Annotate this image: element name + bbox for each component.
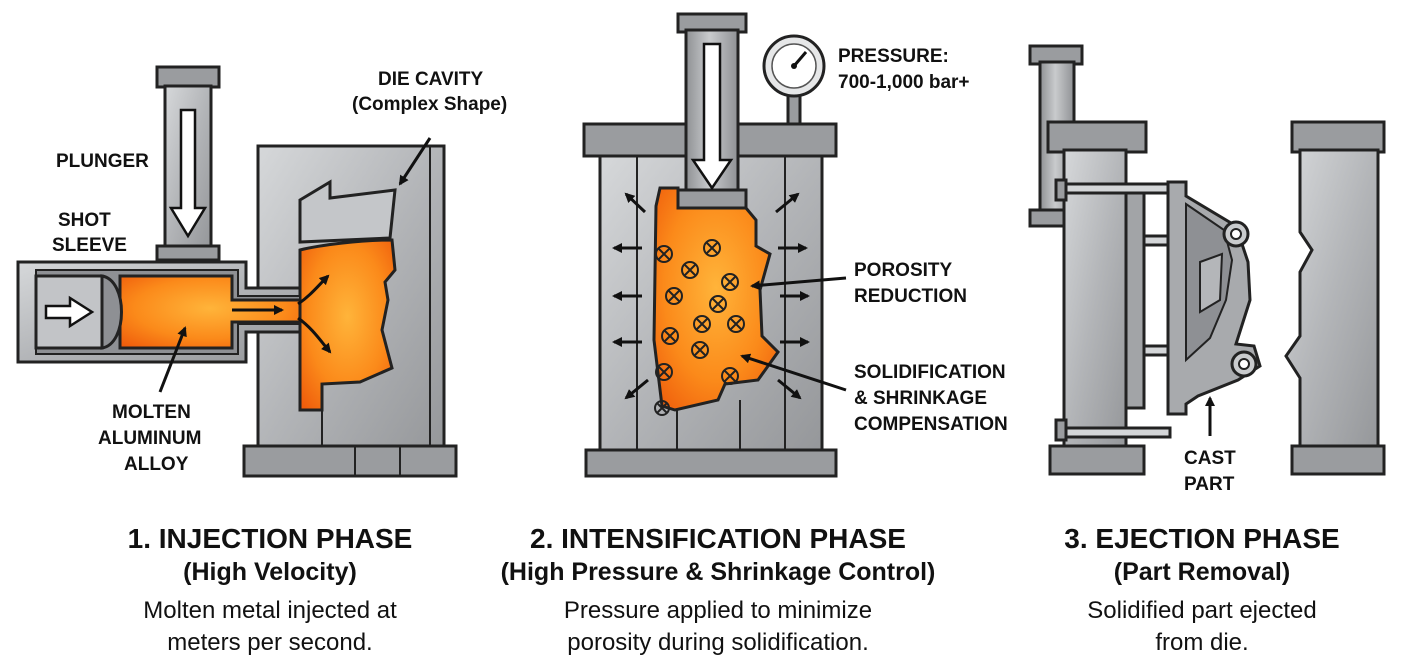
phase1-title: 1. INJECTION PHASE [128, 523, 413, 554]
phase2-subtitle: (High Pressure & Shrinkage Control) [501, 558, 936, 586]
label-solid-2: & SHRINKAGE [854, 388, 987, 409]
phase3-title: 3. EJECTION PHASE [1064, 523, 1339, 554]
label-solid-1: SOLIDIFICATION [854, 362, 1006, 383]
porosity-13 [654, 400, 670, 416]
bottom-platen [584, 448, 838, 478]
plunger-down-arrow [168, 108, 208, 239]
label-cast-1: CAST [1184, 448, 1236, 469]
label-shot-sleeve-1: SHOT [58, 210, 111, 231]
phase2-title: 2. INTENSIFICATION PHASE [530, 523, 906, 554]
label-pressure-1: PRESSURE: [838, 46, 949, 67]
porosity-7 [693, 315, 711, 333]
porosity-6 [709, 295, 727, 313]
label-plunger: PLUNGER [56, 151, 149, 172]
phase3-illustration: CAST PART [1028, 44, 1386, 495]
fixed-die-half [1284, 120, 1386, 476]
piston [34, 274, 123, 350]
piston-push-arrow [44, 295, 95, 329]
shrinkage-leader [740, 353, 847, 392]
label-molten-3: ALLOY [124, 454, 189, 475]
label-die-cavity-1: DIE CAVITY [378, 69, 484, 90]
die-cavity-leader [398, 137, 432, 186]
label-porosity-2: REDUCTION [854, 286, 967, 307]
phase2-illustration: PRESSURE: 700-1,000 bar+ POROSITY REDUCT… [582, 12, 1008, 478]
label-cast-2: PART [1184, 474, 1235, 495]
porosity-4 [721, 273, 739, 291]
pressure-arrows [612, 192, 810, 400]
porosity-12 [721, 367, 739, 385]
phase3-subtitle: (Part Removal) [1114, 558, 1290, 586]
phase3-caption: 3. EJECTION PHASE (Part Removal) Solidif… [1064, 523, 1339, 656]
label-porosity-1: POROSITY [854, 260, 953, 281]
label-die-cavity-2: (Complex Shape) [352, 94, 507, 115]
phase1-illustration: PLUNGER SHOT SLEEVE DIE CAVITY (Complex … [16, 65, 507, 478]
porosity-leader [750, 276, 847, 291]
phase1-desc-2: meters per second. [167, 629, 372, 656]
phase2-caption: 2. INTENSIFICATION PHASE (High Pressure … [501, 523, 936, 656]
porosity-2 [703, 239, 721, 257]
moving-die-half [1046, 120, 1148, 476]
intensifier-plunger [676, 12, 748, 210]
label-molten-1: MOLTEN [112, 402, 191, 423]
phase2-desc-1: Pressure applied to minimize [564, 597, 872, 624]
label-molten-2: ALUMINUM [98, 428, 201, 449]
sleeve-molten-metal [118, 274, 302, 350]
porosity-1 [655, 245, 673, 263]
porosity-5 [665, 287, 683, 305]
label-pressure-2: 700-1,000 bar+ [838, 72, 970, 93]
phase3-desc-1: Solidified part ejected [1087, 597, 1316, 624]
phase1-caption: 1. INJECTION PHASE (High Velocity) Molte… [128, 523, 413, 656]
cast-part [1166, 180, 1262, 416]
molten-leader [158, 326, 187, 393]
porosity-symbols [654, 239, 745, 416]
porosity-10 [691, 341, 709, 359]
phase3-desc-2: from die. [1155, 629, 1248, 656]
porosity-8 [727, 315, 745, 333]
pressure-gauge [762, 34, 826, 126]
intensifier-down-arrow [690, 42, 734, 191]
label-shot-sleeve-2: SLEEVE [52, 235, 127, 256]
label-solid-3: COMPENSATION [854, 414, 1008, 435]
die-cavity [298, 179, 397, 244]
phase1-desc-1: Molten metal injected at [143, 597, 397, 624]
plunger [155, 65, 221, 262]
flow-arrows [232, 274, 332, 354]
porosity-9 [661, 327, 679, 345]
porosity-3 [681, 261, 699, 279]
phase2-desc-2: porosity during solidification. [567, 629, 869, 656]
porosity-11 [655, 363, 673, 381]
phase1-subtitle: (High Velocity) [183, 558, 357, 586]
